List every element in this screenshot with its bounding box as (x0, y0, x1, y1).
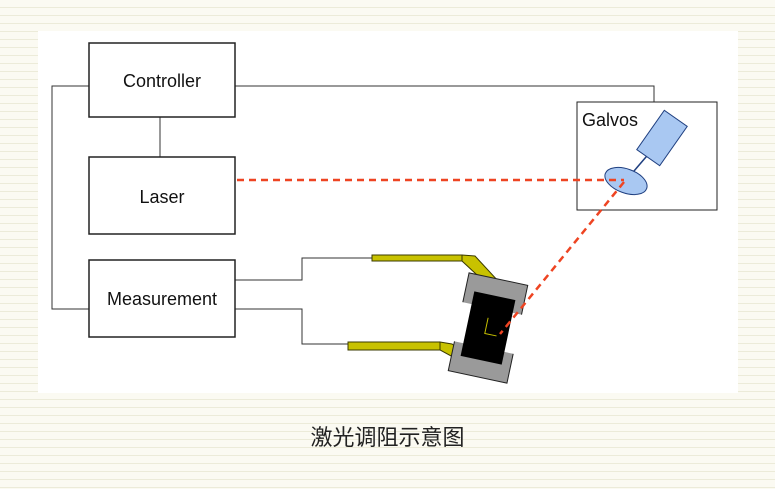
wiring (51, 85, 655, 345)
galvos-block: Galvos (576, 101, 718, 211)
resistor-assembly (447, 272, 529, 384)
laser-label: Laser (139, 187, 184, 207)
measurement-probe-top-wire (235, 257, 372, 281)
probe-top-body (371, 254, 463, 262)
laser-box (88, 156, 236, 235)
measurement-block: Measurement (88, 259, 236, 338)
substrate-notch-right (502, 312, 523, 355)
laser-beam (237, 178, 625, 335)
measurement-probe-bottom-wire (235, 308, 350, 345)
controller-measurement-wire (51, 85, 89, 310)
galvo-mirror-icon (604, 166, 648, 196)
measurement-box (88, 259, 236, 338)
galvo-motor-icon (636, 109, 688, 167)
resistor-film (460, 291, 516, 365)
controller-label: Controller (123, 71, 201, 91)
laser-trim-cut (484, 317, 497, 337)
controller-block: Controller (88, 42, 236, 118)
probe-bottom-body (347, 341, 441, 351)
diagram-caption: 激光调阻示意图 (310, 426, 465, 451)
controller-box (88, 42, 236, 118)
galvos-label: Galvos (582, 110, 638, 130)
controller-galvos-wire (235, 85, 655, 102)
substrate-notch-left (453, 301, 474, 344)
laser-block: Laser (88, 156, 236, 235)
beam-galvo-to-resistor (499, 181, 625, 335)
measurement-label: Measurement (107, 289, 217, 309)
